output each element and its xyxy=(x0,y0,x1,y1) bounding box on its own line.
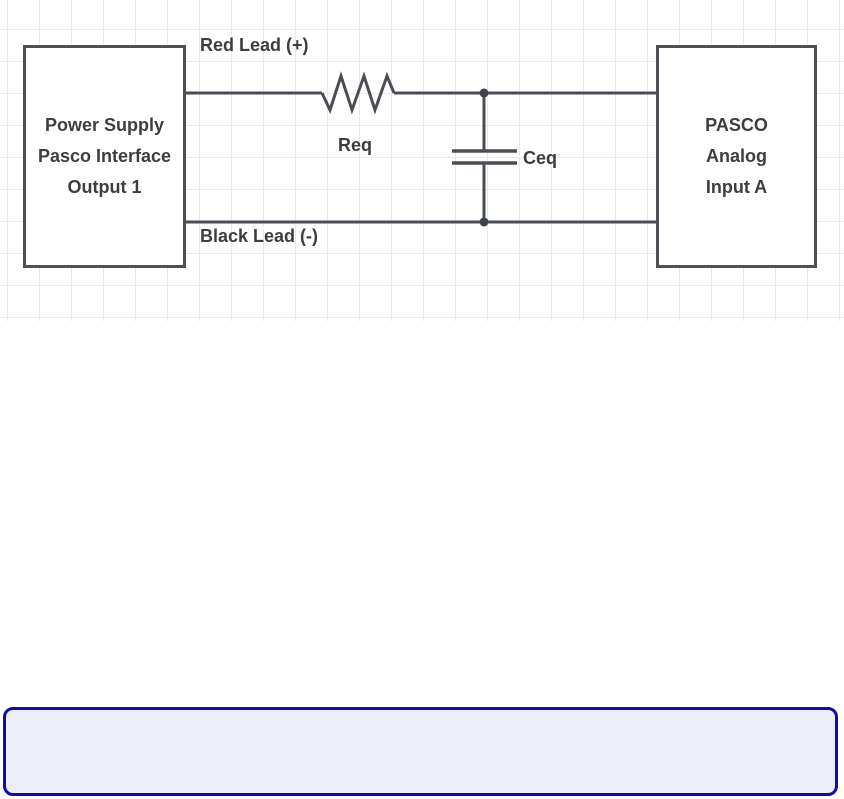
analog-input-line-1: PASCO xyxy=(705,115,768,135)
junction-dot-top xyxy=(479,88,489,98)
circuit-diagram: Power Supply Pasco Interface Output 1 PA… xyxy=(0,0,844,321)
resistor-symbol xyxy=(320,71,396,115)
power-supply-line-3: Output 1 xyxy=(67,177,142,197)
analog-input-box: PASCO Analog Input A xyxy=(656,45,817,268)
power-supply-line-1: Power Supply xyxy=(44,115,165,135)
analog-input-line-2: Analog xyxy=(706,146,767,166)
capacitor-label: Ceq xyxy=(523,148,558,168)
answer-note-box[interactable] xyxy=(3,707,838,796)
power-supply-box: Power Supply Pasco Interface Output 1 xyxy=(23,45,186,268)
resistor-label: Req xyxy=(338,135,373,155)
power-supply-line-2: Pasco Interface xyxy=(37,146,172,166)
junction-dot-bottom xyxy=(479,217,489,227)
black-lead-label: Black Lead (-) xyxy=(200,226,319,246)
analog-input-line-3: Input A xyxy=(705,177,768,197)
red-lead-label: Red Lead (+) xyxy=(200,35,309,55)
circuit-svg xyxy=(186,71,658,227)
